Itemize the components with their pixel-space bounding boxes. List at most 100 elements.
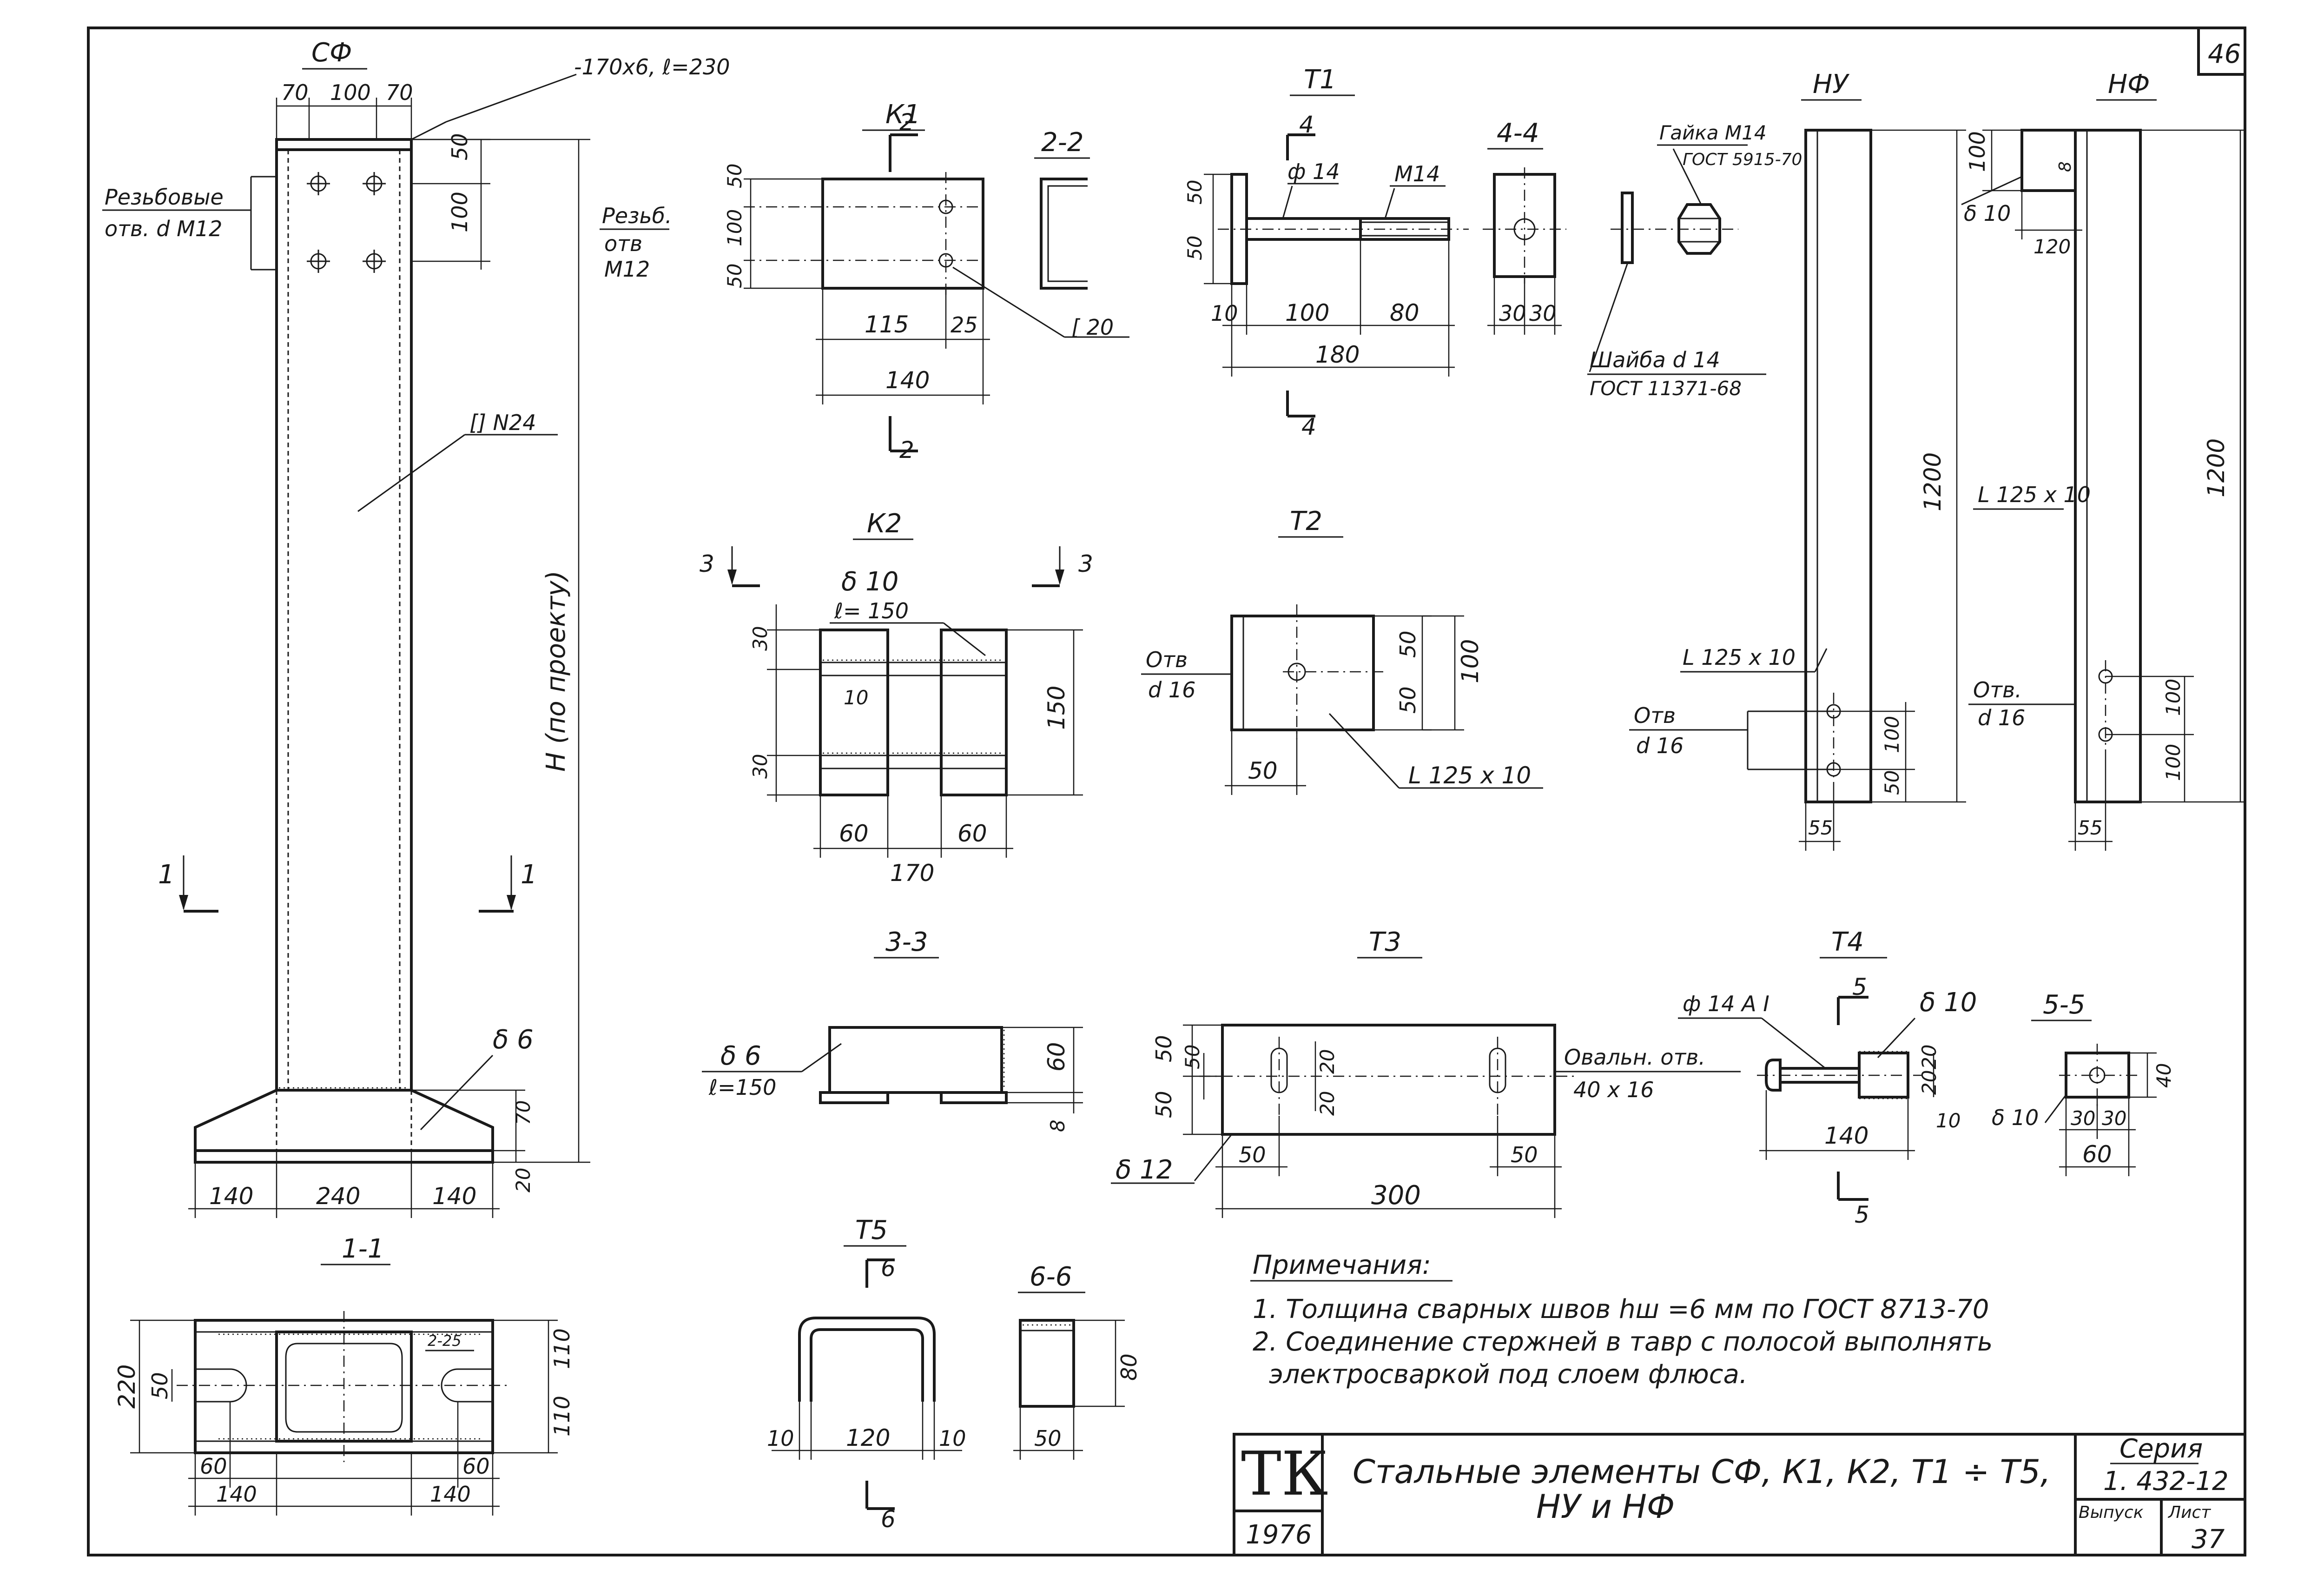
- nut-label-1: Гайка М14: [1659, 121, 1767, 144]
- title-line-1: Стальные элементы СФ, К1, К2, Т1 ÷ Т5,: [1353, 1453, 2051, 1491]
- sec33-angle-left: [819, 1091, 889, 1104]
- t4-plate-thk: δ 10: [1920, 987, 1977, 1018]
- k1-dim-115: 115: [865, 311, 909, 338]
- sec66-dim-80: 80: [1116, 1353, 1142, 1381]
- notes-heading: Примечания:: [1253, 1250, 1431, 1280]
- washer-label-2: ГОСТ 11371-68: [1590, 377, 1742, 400]
- sec55-dim-30a: 30: [2071, 1107, 2095, 1130]
- t5-title: Т5: [855, 1215, 888, 1245]
- nu-hole-2: d 16: [1636, 733, 1684, 758]
- sf-cut-mark-left: 1: [158, 855, 218, 913]
- sec11-dim-110a: 110: [549, 1328, 574, 1369]
- sf-dim-70v: 70: [512, 1100, 535, 1125]
- k2-cut-mark-left: 3: [700, 546, 760, 587]
- sf-base-gusset: [194, 1089, 494, 1152]
- t1-view: Т1 4 ф 14 М14 50 50 10 100 80 180: [1183, 65, 1469, 440]
- t1-thread: М14: [1394, 161, 1440, 186]
- t4-rod: ф 14 А I: [1683, 991, 1769, 1016]
- t1-dim-10: 10: [1211, 301, 1238, 326]
- sf-plate-leader: [446, 73, 577, 123]
- k2-angle-right: [940, 629, 1008, 796]
- nu-hole-bracket: [1747, 710, 1834, 770]
- notes: Примечания: 1. Толщина сварных швов hш =…: [1250, 1250, 1993, 1390]
- t1-thread-leader: [1384, 188, 1395, 219]
- k1-dim-25: 25: [951, 312, 978, 338]
- sec11-channel: [275, 1331, 413, 1443]
- t3-dim-50b: 50: [1151, 1091, 1176, 1118]
- t4-cut-label: 5: [1855, 1201, 1869, 1228]
- sec44-dim-30b: 30: [1529, 301, 1557, 326]
- nf-view: НФ 100 8 δ 10 120 1200 L 125 х 10 Отв. d…: [1961, 69, 2245, 851]
- t5-dim-10b: 10: [939, 1426, 966, 1451]
- sec55-dim-40: 40: [2152, 1063, 2175, 1088]
- t3-plate-leader: [1194, 1134, 1233, 1181]
- sec33-dim-60: 60: [1043, 1042, 1070, 1072]
- notes-line-3: электросваркой под слоем флюса.: [1269, 1359, 1748, 1390]
- sf-top-plate: [275, 138, 413, 151]
- t1-dim-80: 80: [1390, 299, 1419, 326]
- t5-ubolt-outer: [798, 1317, 936, 1402]
- t2-dim-50c: 50: [1248, 757, 1278, 784]
- notes-line-1: 1. Толщина сварных швов hш =6 мм по ГОСТ…: [1253, 1294, 1989, 1324]
- t3-dim-20a: 20: [1316, 1049, 1339, 1074]
- sf-holes-label-2: отв. d M12: [105, 216, 222, 241]
- sf-dim-140a: 140: [209, 1183, 253, 1210]
- t3-plate-thk: δ 12: [1116, 1155, 1173, 1185]
- sf-channel-leader: [357, 434, 465, 512]
- sec22-channel: [1040, 178, 1088, 290]
- t5-dim-10a: 10: [767, 1426, 794, 1451]
- t3-slot-2: 40 х 16: [1573, 1077, 1654, 1102]
- k1-cut-label: 2: [899, 109, 914, 136]
- sec66-title: 6-6: [1030, 1262, 1072, 1292]
- sf-title: СФ: [311, 38, 352, 68]
- nu-title: НУ: [1813, 69, 1850, 99]
- t3-dim-50-inner: 50: [1181, 1045, 1204, 1069]
- sheet-frame: [87, 26, 2246, 1556]
- title-line-2: НУ и НФ: [1536, 1488, 1675, 1526]
- section-3-3: 3-3 δ 6 ℓ=150 60 8: [702, 927, 1083, 1132]
- t2-hole-2: d 16: [1148, 677, 1195, 702]
- t3-title: Т3: [1369, 927, 1401, 957]
- sec22-channel-inner: [1047, 185, 1088, 282]
- k1-cut-label: 2: [899, 437, 914, 464]
- k2-plate-top: [819, 662, 1007, 676]
- sec44-dim-30a: 30: [1499, 301, 1526, 326]
- sf-cut-label: 1: [158, 860, 175, 890]
- t4-cut-mark-bottom: 5: [1837, 1172, 1869, 1228]
- nf-dim-8: 8: [2056, 161, 2075, 172]
- sec55-dim-30b: 30: [2102, 1107, 2126, 1130]
- t4-cut-mark-top: 5: [1837, 973, 1868, 1025]
- sec11-title: 1-1: [342, 1234, 384, 1264]
- t2-dim-50b: 50: [1395, 686, 1420, 714]
- nf-dim-55: 55: [2078, 816, 2102, 839]
- sec11-dim-60a: 60: [200, 1454, 227, 1479]
- sec33-plate: [828, 1026, 1003, 1094]
- sec11-dim-220: 220: [113, 1364, 140, 1409]
- sf-dim-100: 100: [330, 80, 371, 105]
- sec44-title: 4-4: [1497, 118, 1539, 148]
- k2-title: К2: [867, 509, 902, 539]
- nf-title: НФ: [2108, 69, 2150, 99]
- sf-dim-70b: 70: [386, 80, 413, 105]
- t4-dim-10: 10: [1936, 1109, 1961, 1132]
- t1-cut-mark-bottom: 4: [1286, 391, 1316, 440]
- sec11-dim-140b: 140: [430, 1482, 471, 1507]
- section-1-1: 1-1 2-25 220 50 110 110 60 60: [113, 1234, 574, 1516]
- nf-dim-100a: 100: [2162, 679, 2185, 716]
- nf-dim-1200: 1200: [2203, 438, 2230, 497]
- sec11-dim-140a: 140: [216, 1482, 257, 1507]
- sheet-label: Лист: [2167, 1503, 2211, 1522]
- k1-dim-140: 140: [885, 367, 930, 394]
- sf-cut-label: 1: [521, 860, 537, 890]
- t4-head: [1765, 1059, 1782, 1092]
- sec55-dim-60: 60: [2082, 1141, 2112, 1168]
- washer-leader: [1589, 262, 1629, 372]
- k1-holes-2: отв: [604, 231, 642, 256]
- sec33-plate-thk: δ 6: [720, 1041, 761, 1071]
- nf-dim-100: 100: [1965, 131, 1990, 172]
- k2-angle-left: [819, 629, 889, 796]
- notes-line-2: 2. Соединение стержней в тавр с полосой …: [1253, 1327, 1993, 1357]
- sf-plate-label: -170х6, ℓ=230: [574, 54, 730, 79]
- sec33-title: 3-3: [885, 927, 928, 957]
